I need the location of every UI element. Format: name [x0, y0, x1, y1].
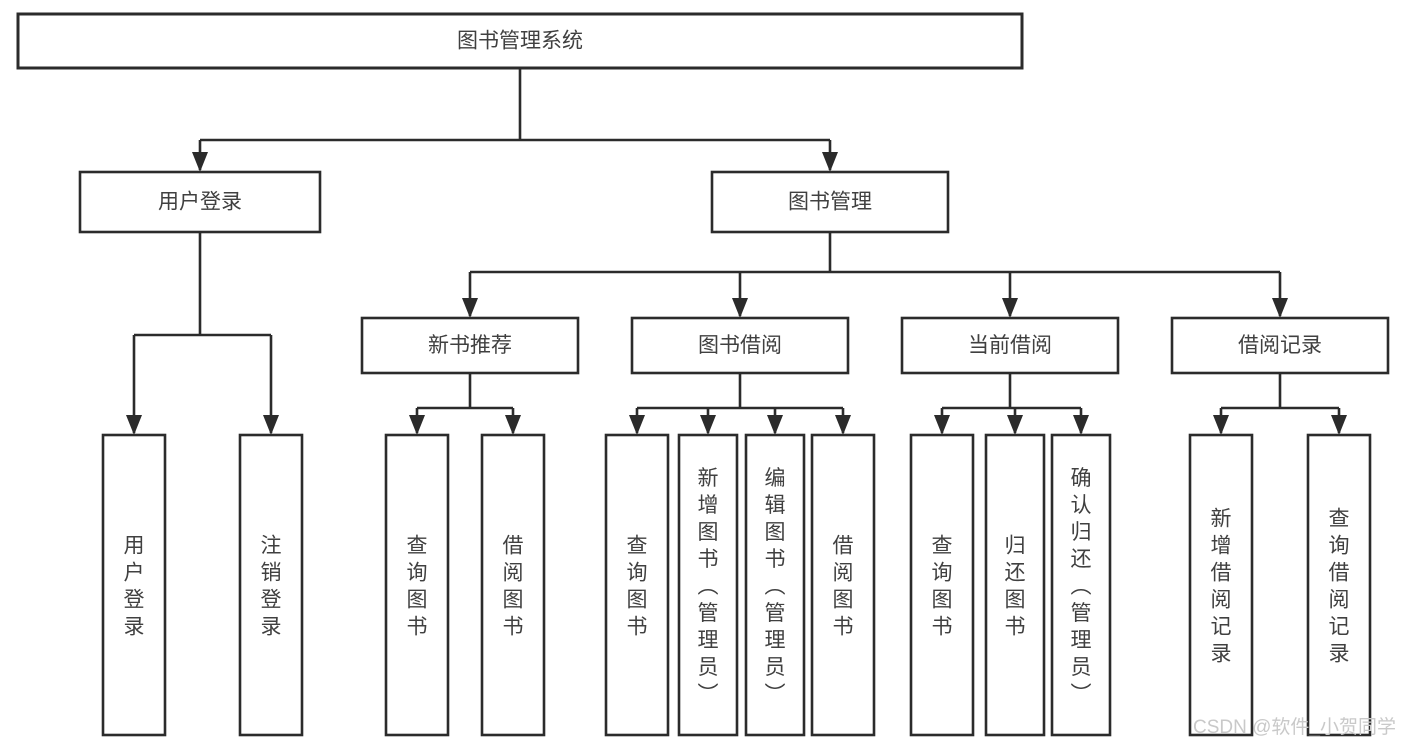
node-layer: 图书管理系统用户登录图书管理新书推荐图书借阅当前借阅借阅记录用户登录注销登录查询…: [16, 12, 1390, 737]
node-box[interactable]: [984, 433, 1046, 737]
node-label: 借阅图书: [833, 534, 854, 638]
node-leaf-user-login[interactable]: 用户登录: [101, 433, 167, 737]
arrow-head-icon: [1331, 415, 1347, 435]
node-box[interactable]: [909, 433, 975, 737]
node-leaf-borrow-book-1[interactable]: 借阅图书: [480, 433, 546, 737]
node-label: 注销登录: [261, 534, 282, 638]
arrow-head-icon: [192, 152, 208, 172]
node-box[interactable]: [101, 433, 167, 737]
node-label: 确认归还︵管理员︶: [1071, 467, 1092, 706]
arrow-head-icon: [263, 415, 279, 435]
node-book-borrow[interactable]: 图书借阅: [630, 316, 850, 375]
node-box[interactable]: [710, 170, 950, 234]
node-leaf-query-book-3[interactable]: 查询图书: [909, 433, 975, 737]
arrow-head-icon: [409, 415, 425, 435]
node-label: 编辑图书︵管理员︶: [765, 467, 786, 706]
node-leaf-query-book-1[interactable]: 查询图书: [384, 433, 450, 737]
node-new-book-recommend[interactable]: 新书推荐: [360, 316, 580, 375]
node-leaf-edit-book-admin[interactable]: 编辑图书︵管理员︶: [744, 433, 806, 737]
node-box[interactable]: [1188, 433, 1254, 737]
arrow-head-icon: [1272, 298, 1288, 318]
node-label: 借阅记录: [1238, 334, 1322, 357]
node-label: 查询借阅记录: [1329, 507, 1350, 665]
node-label: 图书借阅: [698, 334, 782, 357]
node-label: 查询图书: [407, 534, 428, 638]
node-box[interactable]: [78, 170, 322, 234]
arrow-head-icon: [1073, 415, 1089, 435]
watermark-text: CSDN @软件_小贺同学: [1193, 716, 1396, 738]
node-box[interactable]: [480, 433, 546, 737]
arrow-head-icon: [767, 415, 783, 435]
node-user-login[interactable]: 用户登录: [78, 170, 322, 234]
node-box[interactable]: [384, 433, 450, 737]
arrow-head-icon: [700, 415, 716, 435]
node-box[interactable]: [238, 433, 304, 737]
node-box[interactable]: [1306, 433, 1372, 737]
node-leaf-confirm-return-admin[interactable]: 确认归还︵管理员︶: [1050, 433, 1112, 737]
node-label: 用户登录: [124, 534, 145, 638]
node-label: 图书管理: [788, 191, 872, 214]
node-leaf-query-borrow-record[interactable]: 查询借阅记录: [1306, 433, 1372, 737]
node-leaf-query-book-2[interactable]: 查询图书: [604, 433, 670, 737]
node-box[interactable]: [1170, 316, 1390, 375]
arrow-head-icon: [505, 415, 521, 435]
arrow-head-icon: [462, 298, 478, 318]
arrow-head-icon: [934, 415, 950, 435]
node-box[interactable]: [900, 316, 1120, 375]
node-book-management[interactable]: 图书管理: [710, 170, 950, 234]
node-box[interactable]: [810, 433, 876, 737]
node-box[interactable]: [16, 12, 1024, 70]
arrow-head-icon: [1213, 415, 1229, 435]
arrow-head-icon: [822, 152, 838, 172]
node-leaf-add-book-admin[interactable]: 新增图书︵管理员︶: [677, 433, 739, 737]
node-label: 借阅图书: [503, 534, 524, 638]
connector-layer: [126, 68, 1347, 435]
arrow-head-icon: [835, 415, 851, 435]
node-label: 新增图书︵管理员︶: [698, 467, 719, 706]
node-box[interactable]: [1050, 433, 1112, 737]
node-box[interactable]: [604, 433, 670, 737]
node-label: 用户登录: [158, 191, 242, 214]
node-root[interactable]: 图书管理系统: [16, 12, 1024, 70]
node-label: 归还图书: [1005, 534, 1026, 638]
node-box[interactable]: [360, 316, 580, 375]
arrow-head-icon: [1007, 415, 1023, 435]
arrow-head-icon: [126, 415, 142, 435]
node-leaf-borrow-book-2[interactable]: 借阅图书: [810, 433, 876, 737]
node-leaf-add-borrow-record[interactable]: 新增借阅记录: [1188, 433, 1254, 737]
node-box[interactable]: [677, 433, 739, 737]
node-label: 新增借阅记录: [1211, 507, 1232, 665]
node-box[interactable]: [744, 433, 806, 737]
node-label: 当前借阅: [968, 334, 1052, 357]
node-leaf-logout-login[interactable]: 注销登录: [238, 433, 304, 737]
node-borrow-record[interactable]: 借阅记录: [1170, 316, 1390, 375]
node-label: 查询图书: [932, 534, 953, 638]
node-box[interactable]: [630, 316, 850, 375]
node-current-borrow[interactable]: 当前借阅: [900, 316, 1120, 375]
node-label: 图书管理系统: [457, 30, 583, 53]
node-label: 新书推荐: [428, 334, 512, 357]
node-leaf-return-book[interactable]: 归还图书: [984, 433, 1046, 737]
arrow-head-icon: [732, 298, 748, 318]
arrow-head-icon: [1002, 298, 1018, 318]
node-label: 查询图书: [627, 534, 648, 638]
arrow-head-icon: [629, 415, 645, 435]
